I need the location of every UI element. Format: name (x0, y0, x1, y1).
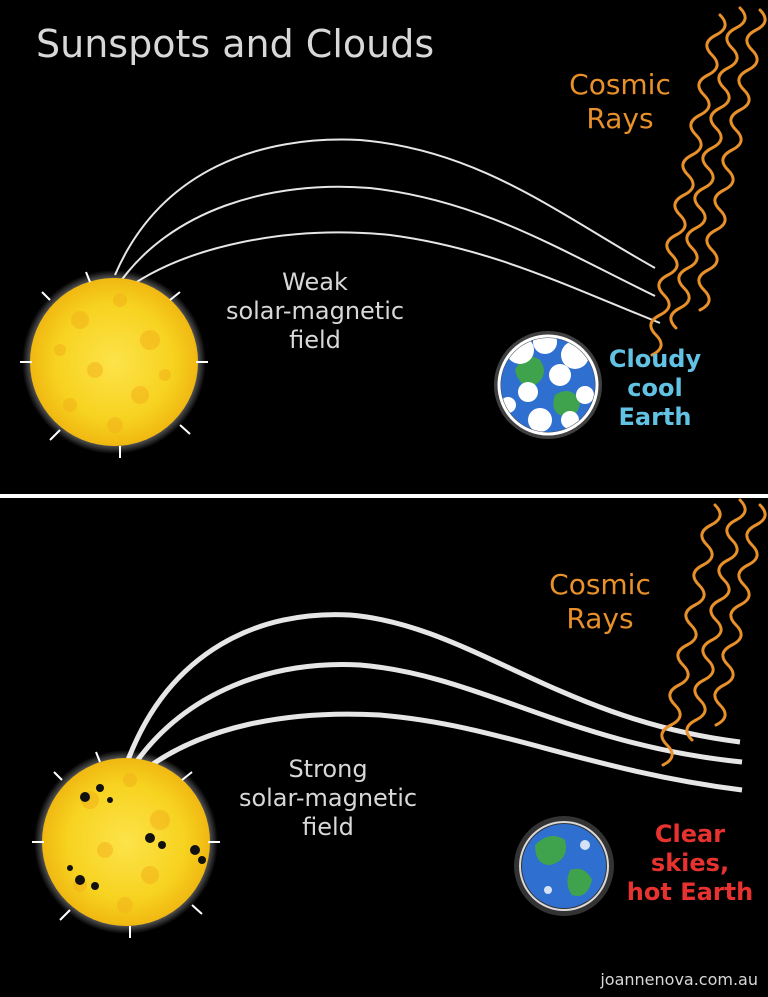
sunspots (67, 784, 206, 890)
cloudy-earth-label: Cloudy cool Earth (608, 345, 702, 431)
cosmic-ray (713, 503, 767, 727)
weak-field-label: Weak solar-magnetic field (225, 268, 405, 354)
field-lines-strong (125, 612, 743, 793)
cosmic-rays-top (649, 6, 767, 357)
sun-bottom (32, 750, 220, 938)
field-line (117, 185, 656, 297)
cosmic-ray (685, 498, 747, 742)
sun-top (20, 270, 208, 458)
cosmic-ray (669, 6, 747, 330)
panel-top (20, 6, 767, 458)
strong-field-label: Strong solar-magnetic field (238, 755, 418, 841)
panel-bottom (32, 498, 767, 938)
source-credit: joannenova.com.au (600, 969, 758, 989)
field-line (125, 612, 741, 761)
clear-earth-label: Clear skies, hot Earth (626, 820, 754, 906)
field-line (129, 661, 743, 770)
cosmic-rays-bottom (660, 498, 767, 767)
panel-divider (0, 494, 768, 498)
cosmic-ray (697, 8, 767, 312)
cosmic-ray (660, 503, 722, 767)
field-line (121, 231, 661, 324)
diagram-title: Sunspots and Clouds (36, 22, 435, 66)
field-line (136, 711, 743, 793)
field-line (114, 138, 656, 276)
field-lines-weak (114, 138, 661, 324)
cosmic-rays-label-top: Cosmic Rays (569, 68, 671, 135)
earth-clear (514, 816, 614, 916)
cosmic-rays-label-bottom: Cosmic Rays (549, 568, 651, 635)
cosmic-ray (649, 13, 727, 357)
earth-cloudy (494, 331, 602, 439)
